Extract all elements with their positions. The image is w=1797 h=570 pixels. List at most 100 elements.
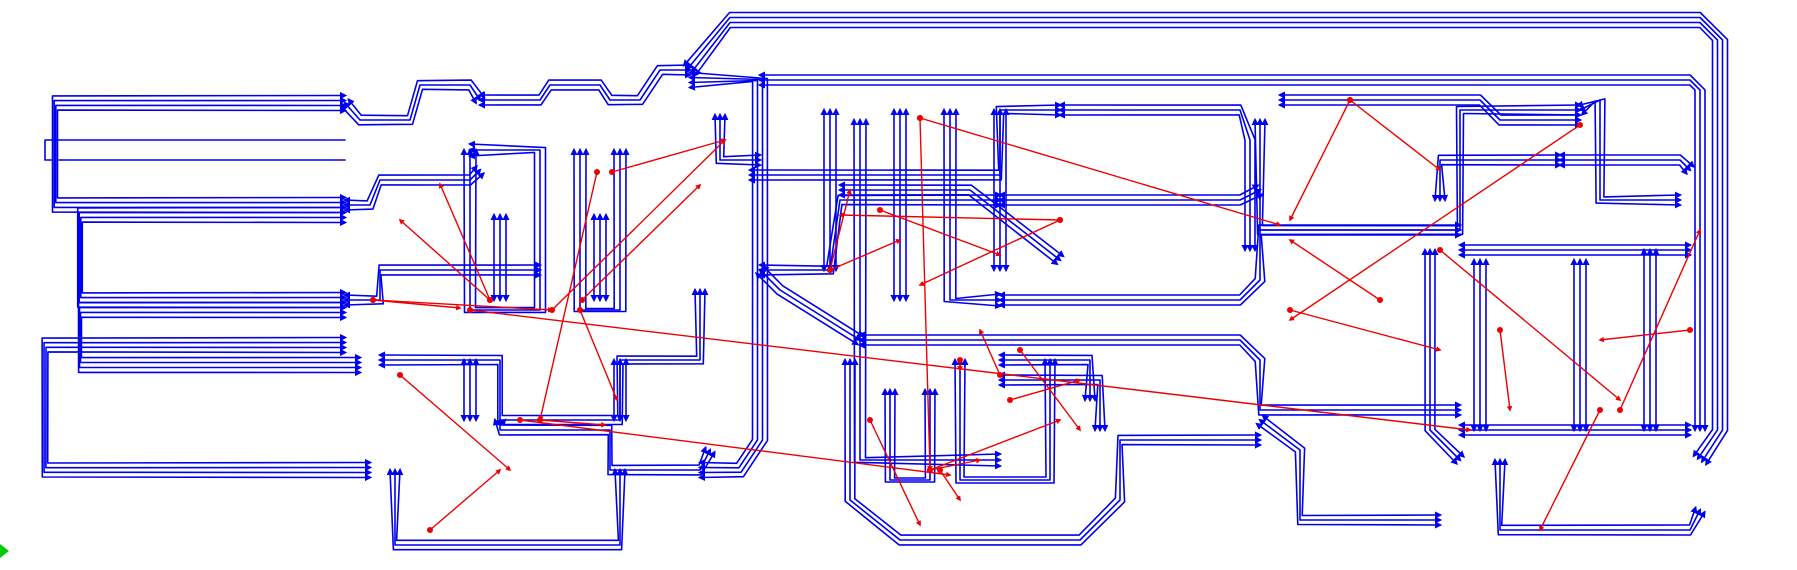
transition-node (1497, 327, 1503, 333)
transition-node (549, 307, 555, 313)
route-segment-102 (997, 226, 1463, 304)
transition-node (594, 169, 600, 175)
route-segment-97 (754, 271, 860, 346)
route-segment-68 (757, 71, 1709, 433)
transition-node (537, 417, 543, 423)
transition-line-2 (372, 299, 554, 313)
transition-line-20 (918, 219, 1061, 286)
transition-line-22 (1009, 378, 1082, 401)
transition-line-31 (1499, 329, 1513, 412)
transition-node (467, 307, 473, 313)
route-segment-131 (1575, 98, 1683, 199)
transition-node (827, 267, 833, 273)
route-segment-106 (1057, 111, 1249, 253)
transition-node (1687, 327, 1693, 333)
transition-line-15 (919, 117, 1282, 227)
transition-line-16 (919, 117, 933, 472)
route-segment-158 (1261, 414, 1443, 519)
route-segment-99 (857, 336, 1463, 414)
transition-node (1347, 97, 1353, 103)
transition-line-34 (829, 188, 852, 271)
route-segment-29 (477, 71, 693, 109)
transition-node (927, 467, 933, 473)
route-segment-1 (56, 106, 348, 202)
route-segment-126 (1256, 106, 1583, 231)
route-segment-20 (339, 88, 477, 126)
transition-node (1377, 297, 1383, 303)
route-segment-57 (721, 112, 763, 159)
route-segment-3 (53, 96, 348, 212)
transition-line-19 (838, 212, 1061, 221)
transition-node (577, 307, 583, 313)
transition-line-3 (551, 138, 727, 311)
transition-node (1057, 217, 1063, 223)
route-segment-112 (841, 357, 1263, 546)
route-segment-104 (1057, 101, 1259, 253)
route-segment-31 (466, 146, 541, 311)
route-segment-105 (1057, 106, 1254, 253)
transition-line-27 (1439, 249, 1622, 402)
transition-line-14 (469, 309, 1472, 433)
route-segment-130 (1277, 101, 1583, 129)
transition-line-26 (1289, 309, 1442, 352)
route-segment-14 (80, 313, 363, 362)
transition-node (917, 115, 923, 121)
transition-node (487, 297, 493, 303)
transition-node (1597, 407, 1603, 413)
transition-line-25 (1288, 124, 1581, 321)
route-segment-63 (694, 26, 1714, 458)
route-segment-50 (386, 467, 629, 551)
route-segment-30 (467, 147, 536, 309)
route-segment-96 (758, 268, 862, 342)
route-segment-58 (716, 112, 763, 164)
transition-node (1577, 122, 1583, 128)
transition-line-39 (869, 419, 921, 527)
transition-line-30 (1598, 329, 1691, 343)
route-segment-154 (1491, 457, 1706, 536)
transition-line-7 (581, 183, 702, 301)
transition-line-28 (1539, 409, 1601, 532)
route-segment-44 (377, 287, 709, 426)
route-segment-134 (1431, 247, 1466, 458)
route-segment-123 (997, 376, 1104, 433)
route-segment-163 (1557, 161, 1688, 176)
route-segment-21 (342, 164, 478, 204)
route-segment-8 (78, 208, 348, 307)
route-segment-115 (881, 387, 939, 483)
route-segment-124 (997, 381, 1099, 433)
transition-line-18 (929, 418, 1062, 471)
route-segment-113 (891, 387, 929, 479)
route-segment-88 (940, 107, 1003, 310)
transition-line-21 (979, 328, 1001, 376)
transition-node (867, 417, 873, 423)
route-segment-48 (395, 467, 620, 542)
transition-line-24 (1349, 99, 1442, 172)
route-segment-61 (686, 16, 1724, 464)
transition-node (937, 467, 943, 473)
transition-line-4 (611, 138, 727, 173)
transition-line-23 (1289, 99, 1351, 222)
route-segment-11 (45, 343, 373, 472)
route-segments (41, 11, 1729, 551)
transition-node (1437, 247, 1443, 253)
transition-line-32 (1288, 239, 1381, 301)
transition-line-6 (398, 218, 491, 301)
route-segment-10 (46, 348, 373, 467)
route-segment-127 (1251, 111, 1583, 236)
transition-line-8 (579, 309, 619, 402)
transition-line-9 (538, 171, 598, 422)
transition-node (877, 207, 883, 213)
route-segment-82 (850, 117, 1003, 470)
route-segment-133 (1580, 100, 1683, 209)
transition-line-33 (829, 238, 902, 271)
route-segment-70 (757, 81, 1699, 433)
transition-node (370, 297, 376, 303)
route-segment-155 (1431, 151, 1563, 203)
route-segment-67 (687, 80, 754, 467)
route-segment-6 (81, 218, 348, 297)
transition-node (579, 297, 585, 303)
transition-node (609, 169, 615, 175)
route-segment-23 (342, 172, 486, 214)
transition-line-13 (519, 419, 952, 478)
